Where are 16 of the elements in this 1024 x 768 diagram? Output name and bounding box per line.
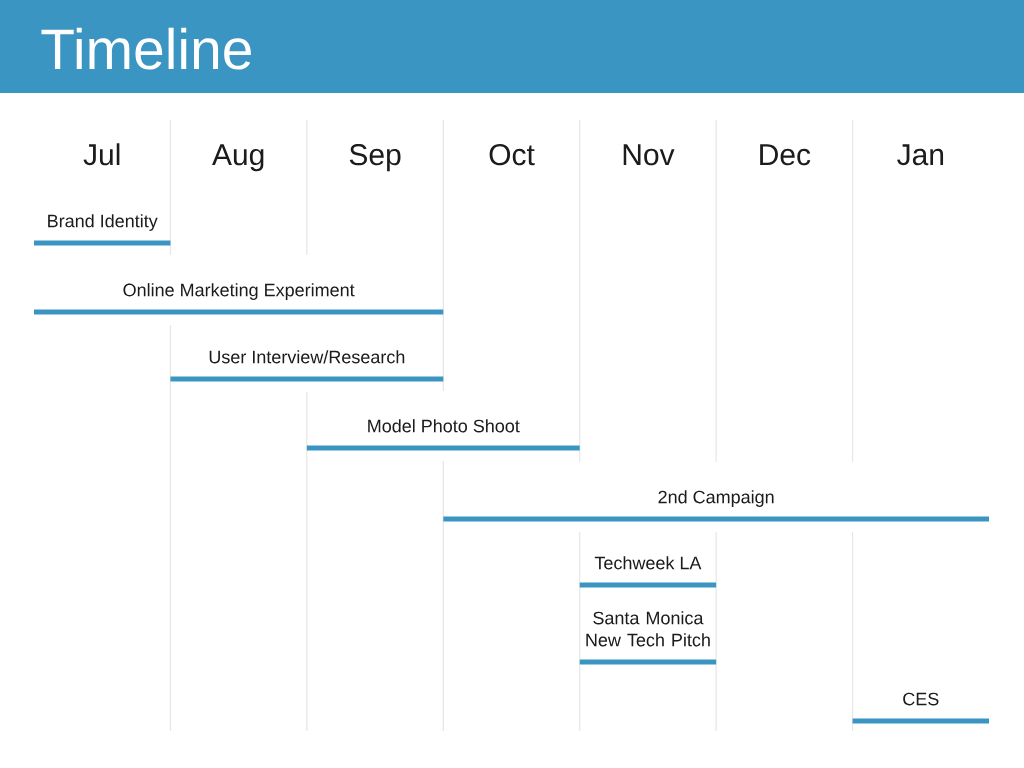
month-label: Oct [489, 144, 535, 166]
month-label: Nov [623, 144, 675, 166]
month-label: Jan [897, 144, 944, 166]
title: Timeline [41, 27, 251, 70]
task-label: Online Marketing Experiment [123, 283, 355, 300]
task-label: CES [903, 692, 939, 706]
month-label: Jul [83, 143, 120, 166]
task-label: Santa Monica New Tech Pitch [586, 611, 710, 647]
month-label: Sep [349, 144, 401, 172]
month-label: Aug [212, 144, 264, 172]
month-label: Dec [760, 144, 811, 166]
task-label: User Interview/Research [209, 350, 405, 364]
task-label: Model Photo Shoot [368, 419, 520, 433]
task-label: Techweek LA [594, 556, 702, 570]
task-label: Brand Identity [48, 214, 158, 231]
task-label: 2nd Campaign [658, 490, 774, 507]
